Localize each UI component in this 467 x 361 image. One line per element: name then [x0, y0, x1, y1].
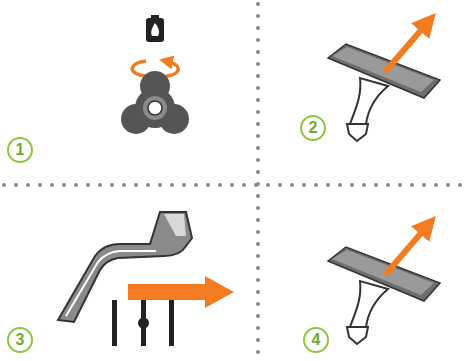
callout-number: 2 [300, 115, 326, 141]
divider [4, 183, 467, 187]
filter-plate [328, 247, 440, 344]
callout-number: 4 [303, 327, 329, 353]
pull-arrow [385, 225, 428, 275]
divider [256, 4, 260, 361]
callout-number: 1 [7, 137, 33, 163]
knob [121, 71, 189, 134]
filter-plate [328, 44, 440, 141]
slider-bars [112, 300, 174, 346]
pull-arrow [385, 22, 428, 72]
callout-number: 3 [7, 327, 33, 353]
battery-icon [146, 15, 164, 42]
